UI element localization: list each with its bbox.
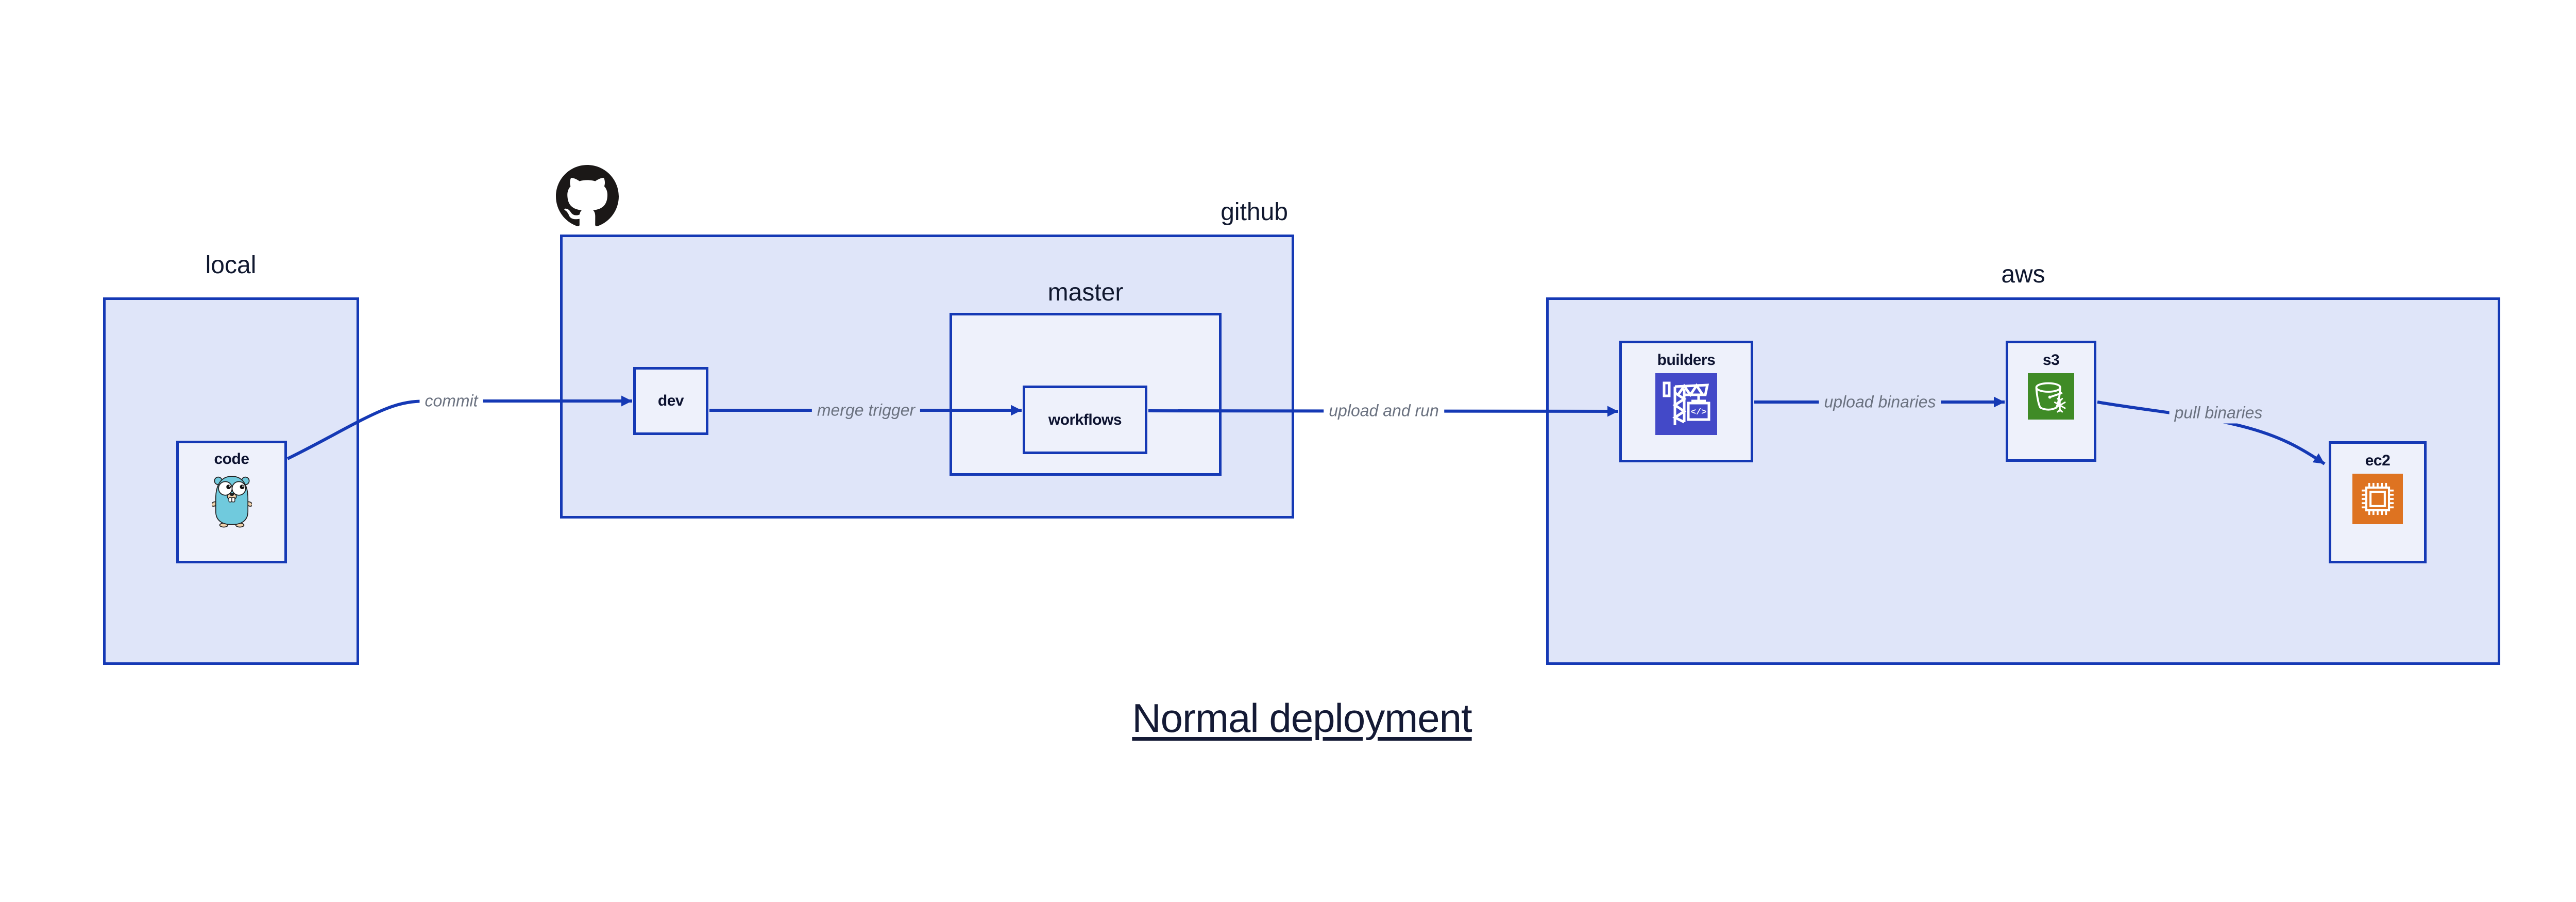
ec2-chip-icon — [2352, 474, 2403, 527]
go-gopher-icon — [210, 472, 253, 530]
region-label-github: github — [1221, 198, 1288, 226]
node-s3: s3 — [2006, 341, 2096, 462]
codebuild-crane-icon: </> — [1655, 373, 1717, 438]
node-ec2-label: ec2 — [2365, 452, 2391, 469]
builders-icon-code-glyph: </> — [1691, 408, 1707, 417]
node-s3-label: s3 — [2042, 352, 2060, 369]
node-builders: builders </> — [1619, 341, 1753, 462]
node-code-label: code — [214, 450, 249, 467]
region-label-local: local — [205, 252, 257, 279]
edge-pull-binaries — [2097, 400, 2326, 465]
node-workflows-label: workflows — [1048, 411, 1122, 428]
node-code: code — [176, 441, 287, 563]
node-workflows: workflows — [1023, 386, 1147, 454]
node-builders-label: builders — [1657, 352, 1716, 369]
edge-label-upload-binaries: upload binaries — [1819, 391, 1941, 413]
github-octocat-icon — [556, 165, 619, 230]
edge-label-upload-and-run: upload and run — [1324, 400, 1444, 422]
edge-label-commit: commit — [419, 390, 483, 412]
diagram-title: Normal deployment — [1132, 695, 1472, 741]
edge-label-pull-binaries: pull binaries — [2169, 402, 2268, 424]
edge-label-merge-trigger: merge trigger — [811, 399, 921, 421]
node-dev: dev — [633, 367, 708, 435]
s3-bucket-snowflake-icon — [2028, 373, 2074, 422]
region-label-master: master — [1047, 279, 1124, 306]
node-ec2: ec2 — [2329, 441, 2427, 563]
node-dev-label: dev — [657, 392, 684, 409]
region-label-aws: aws — [2001, 261, 2045, 288]
